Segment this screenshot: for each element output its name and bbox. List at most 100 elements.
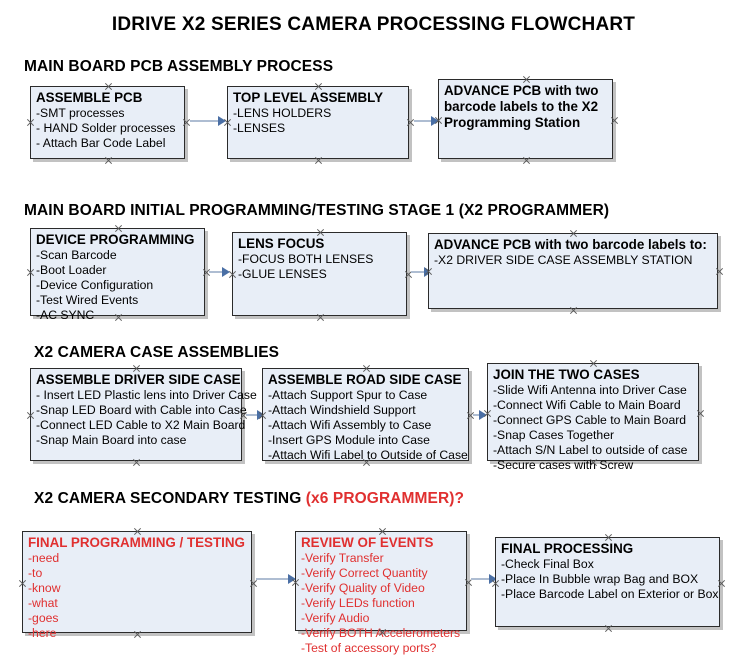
connection-handle-top[interactable] [314,82,323,91]
connection-handle-top[interactable] [362,364,371,373]
connection-handle-top[interactable] [316,228,325,237]
node-line: -Snap LED Board with Cable into Case [36,403,247,417]
node-advance-pcb-driver-side[interactable]: ADVANCE PCB with two barcode labels to: … [428,233,718,309]
node-line: -know [28,581,61,595]
node-line: -Connect Wifi Cable to Main Board [493,398,681,412]
connection-handle-left[interactable] [258,411,267,420]
node-line: -Verify LEDs function [301,596,415,610]
node-title: ASSEMBLE PCB [36,90,143,105]
connection-handle-left[interactable] [223,118,232,127]
node-line: -what [28,596,58,610]
node-line: -FOCUS BOTH LENSES [238,252,374,266]
node-line: -Attach S/N Label to outside of case [493,443,688,457]
connection-handle-top[interactable] [132,364,141,373]
node-title: REVIEW OF EVENTS [301,535,434,550]
node-advance-pcb-programming-station[interactable]: ADVANCE PCB with two barcode labels to t… [438,79,613,159]
node-line: -Test Wired Events [36,293,139,307]
connection-handle-left[interactable] [228,270,237,279]
node-review-of-events[interactable]: REVIEW OF EVENTS -Verify Transfer -Verif… [295,531,467,655]
connection-handle-bottom[interactable] [132,458,141,467]
node-line: -Verify Transfer [301,551,384,565]
connection-handle-left[interactable] [291,578,300,587]
connector-driver-case-to-road-case [246,414,262,416]
node-final-processing[interactable]: FINAL PROCESSING -Check Final Box -Place… [495,537,720,627]
connection-handle-top[interactable] [114,224,123,233]
connection-handle-top[interactable] [522,75,531,84]
connection-handle-right[interactable] [610,116,619,125]
arrowhead-icon [222,267,230,277]
node-line: -Attach Support Spur to Case [268,388,428,402]
connection-handle-bottom[interactable] [522,156,531,165]
connection-handle-bottom[interactable] [314,156,323,165]
node-line: -here [28,626,57,640]
node-line: -Place Barcode Label on Exterior or Box [501,587,719,601]
connection-handle-right[interactable] [696,409,705,418]
node-line: -Attach Windshield Support [268,403,416,417]
section-heading-text: MAIN BOARD INITIAL PROGRAMMING/TESTING S… [24,202,610,219]
connection-handle-right[interactable] [715,267,724,276]
section-heading-text: MAIN BOARD PCB ASSEMBLY PROCESS [24,58,334,75]
connection-handle-left[interactable] [26,268,35,277]
connection-handle-bottom[interactable] [569,306,578,315]
connection-handle-bottom[interactable] [104,156,113,165]
connection-handle-left[interactable] [483,409,492,418]
section-heading-text: X2 CAMERA CASE ASSEMBLIES [34,344,280,361]
connection-handle-top[interactable] [133,527,142,536]
node-join-the-two-cases[interactable]: JOIN THE TWO CASES -Slide Wifi Antenna i… [487,363,699,472]
connection-handle-top[interactable] [104,82,113,91]
node-title: ADVANCE PCB with two barcode labels to: [434,237,707,252]
connection-handle-bottom[interactable] [589,458,598,467]
node-line: -Place In Bubble wrap Bag and BOX [501,572,699,586]
connection-handle-right[interactable] [717,579,726,588]
connection-handle-right[interactable] [249,579,258,588]
section-heading-main-board-initial-programming: MAIN BOARD INITIAL PROGRAMMING/TESTING S… [24,202,609,220]
node-top-level-assembly[interactable]: TOP LEVEL ASSEMBLY -LENS HOLDERS -LENSES [227,86,409,159]
connection-handle-bottom[interactable] [362,458,371,467]
node-assemble-pcb[interactable]: ASSEMBLE PCB -SMT processes - HAND Solde… [30,86,185,159]
node-title: ASSEMBLE DRIVER SIDE CASE [36,372,241,387]
connection-handle-bottom[interactable] [316,313,325,322]
node-line: -SMT processes [36,106,125,120]
connection-handle-left[interactable] [434,116,443,125]
connection-handle-bottom[interactable] [114,313,123,322]
node-line: -Snap Cases Together [493,428,615,442]
connection-handle-top[interactable] [378,527,387,536]
connection-handle-top[interactable] [569,229,578,238]
node-line: -Secure cases with Screw [493,458,634,472]
connection-handle-left[interactable] [491,579,500,588]
node-line: -Connect GPS Cable to Main Board [493,413,687,427]
node-lens-focus[interactable]: LENS FOCUS -FOCUS BOTH LENSES -GLUE LENS… [232,232,407,316]
node-device-programming[interactable]: DEVICE PROGRAMMING -Scan Barcode -Boot L… [30,228,205,322]
connector-device-programming-to-lens-focus [209,271,227,273]
node-line: -X2 DRIVER SIDE CASE ASSEMBLY STATION [434,253,693,267]
connection-handle-top[interactable] [604,533,613,542]
connection-handle-left[interactable] [26,411,35,420]
node-assemble-driver-side-case[interactable]: ASSEMBLE DRIVER SIDE CASE - Insert LED P… [30,368,257,461]
node-line: -LENS HOLDERS [233,106,332,120]
node-line: -LENSES [233,121,286,135]
node-title: LENS FOCUS [238,236,325,251]
section-heading-x2-camera-secondary-testing: X2 CAMERA SECONDARY TESTING (x6 PROGRAMM… [34,490,464,508]
node-line: -Attach Wifi Assembly to Case [268,418,432,432]
node-final-programming-testing[interactable]: FINAL PROGRAMMING / TESTING -need -to -k… [22,531,252,640]
connection-handle-left[interactable] [18,579,27,588]
node-line: -Test of accessory ports? [301,641,437,655]
node-title: TOP LEVEL ASSEMBLY [233,90,384,105]
node-line: - HAND Solder processes [36,121,176,135]
node-assemble-road-side-case[interactable]: ASSEMBLE ROAD SIDE CASE -Attach Support … [262,368,469,462]
node-line: -GLUE LENSES [238,267,327,281]
connection-handle-top[interactable] [589,359,598,368]
connection-handle-bottom[interactable] [133,630,142,639]
connector-lens-focus-to-advance-pcb-driver [411,271,429,273]
node-line: -Insert GPS Module into Case [268,433,430,447]
connection-handle-left[interactable] [26,118,35,127]
node-line: -Verify Correct Quantity [301,566,428,580]
node-line: -Snap Main Board into case [36,433,187,447]
connector-review-to-final-processing [471,578,495,580]
node-line: -Verify Audio [301,611,370,625]
connection-handle-left[interactable] [424,267,433,276]
connection-handle-bottom[interactable] [378,628,387,637]
node-line: -Device Configuration [36,278,154,292]
section-heading-main-board-pcb-assembly: MAIN BOARD PCB ASSEMBLY PROCESS [24,58,333,76]
connection-handle-bottom[interactable] [604,624,613,633]
